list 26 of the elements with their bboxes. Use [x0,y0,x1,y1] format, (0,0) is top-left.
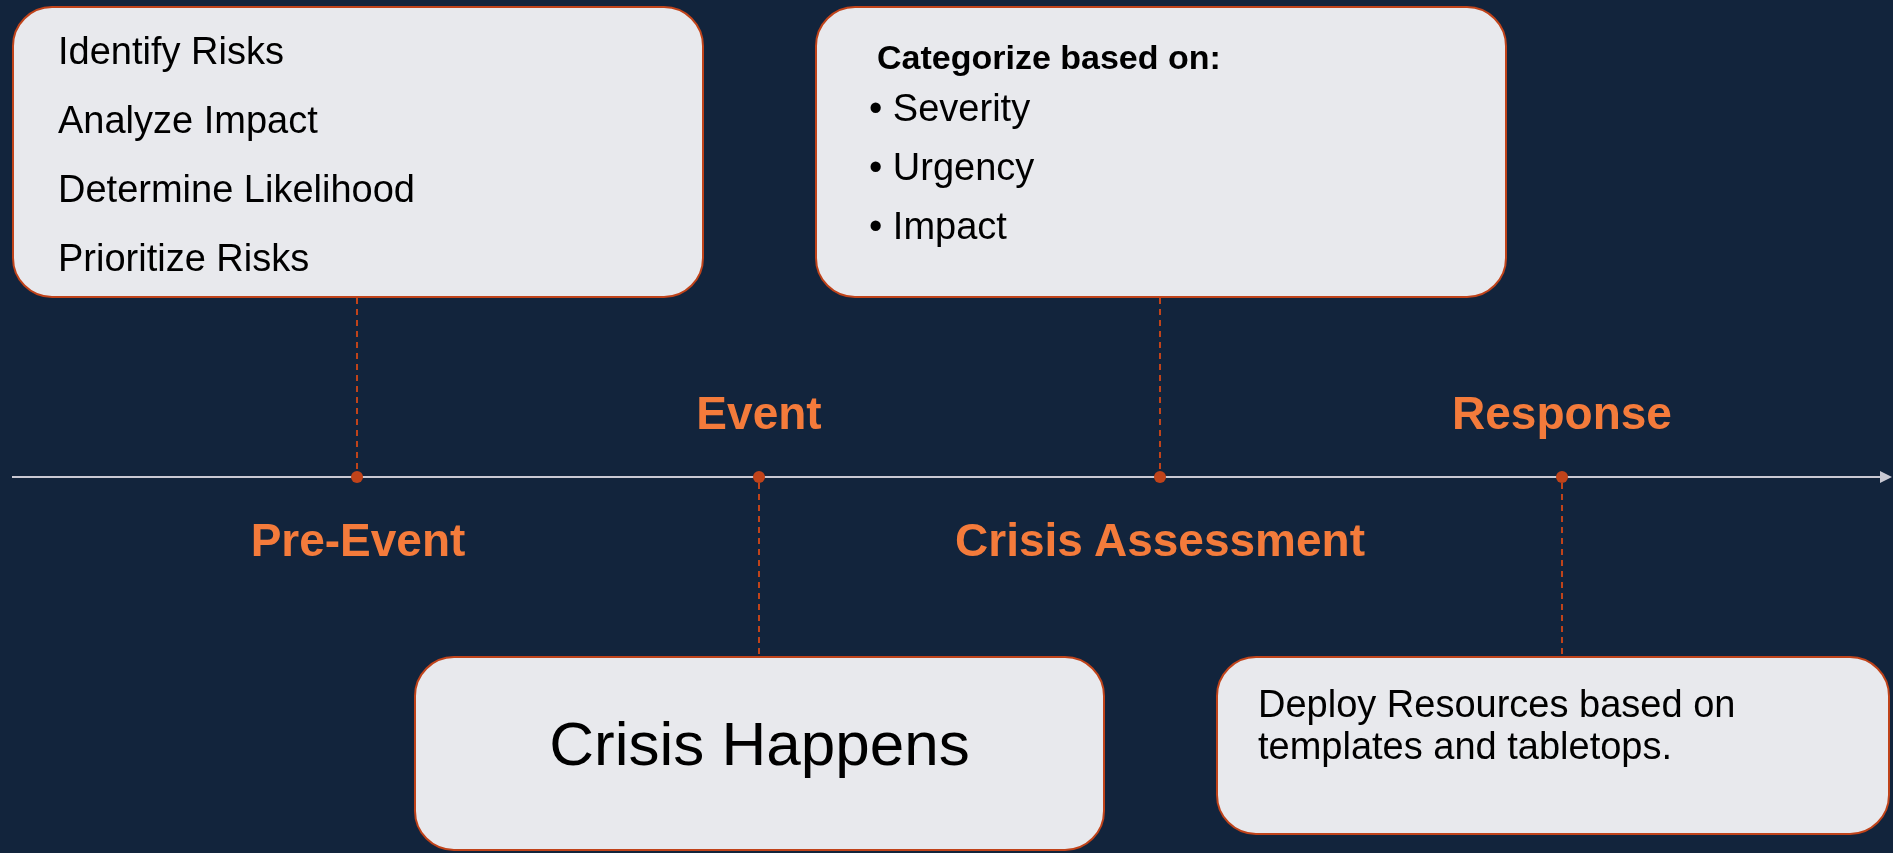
phase-label: Crisis Assessment [955,513,1365,567]
description: Deploy Resources based on templates and tabletops. [1258,684,1737,768]
list-item: Determine Likelihood [58,168,415,211]
list-item: Analyze Impact [58,99,318,142]
rounded-box [12,6,704,298]
leader-line [1561,482,1563,657]
leader-line [758,482,760,657]
timeline-dot [351,471,363,483]
list-item: Prioritize Risks [58,237,310,280]
rounded-box [815,6,1507,298]
timeline-dot [753,471,765,483]
list-item: • Impact [869,205,1007,248]
phase-label: Event [696,386,822,440]
phase-label: Response [1452,386,1672,440]
heading: Categorize based on: [877,38,1221,77]
list-item: • Urgency [869,146,1035,189]
phase-label: Pre-Event [250,513,466,567]
rounded-box [1216,656,1890,835]
timeline-dot [1556,471,1568,483]
leader-line [1159,297,1161,472]
timeline-dot [1154,471,1166,483]
list-item: • Severity [869,87,1031,130]
list-item: Identify Risks [58,30,284,73]
rounded-box [414,656,1105,851]
leader-line [356,297,358,472]
box-title: Crisis Happens [548,708,971,779]
